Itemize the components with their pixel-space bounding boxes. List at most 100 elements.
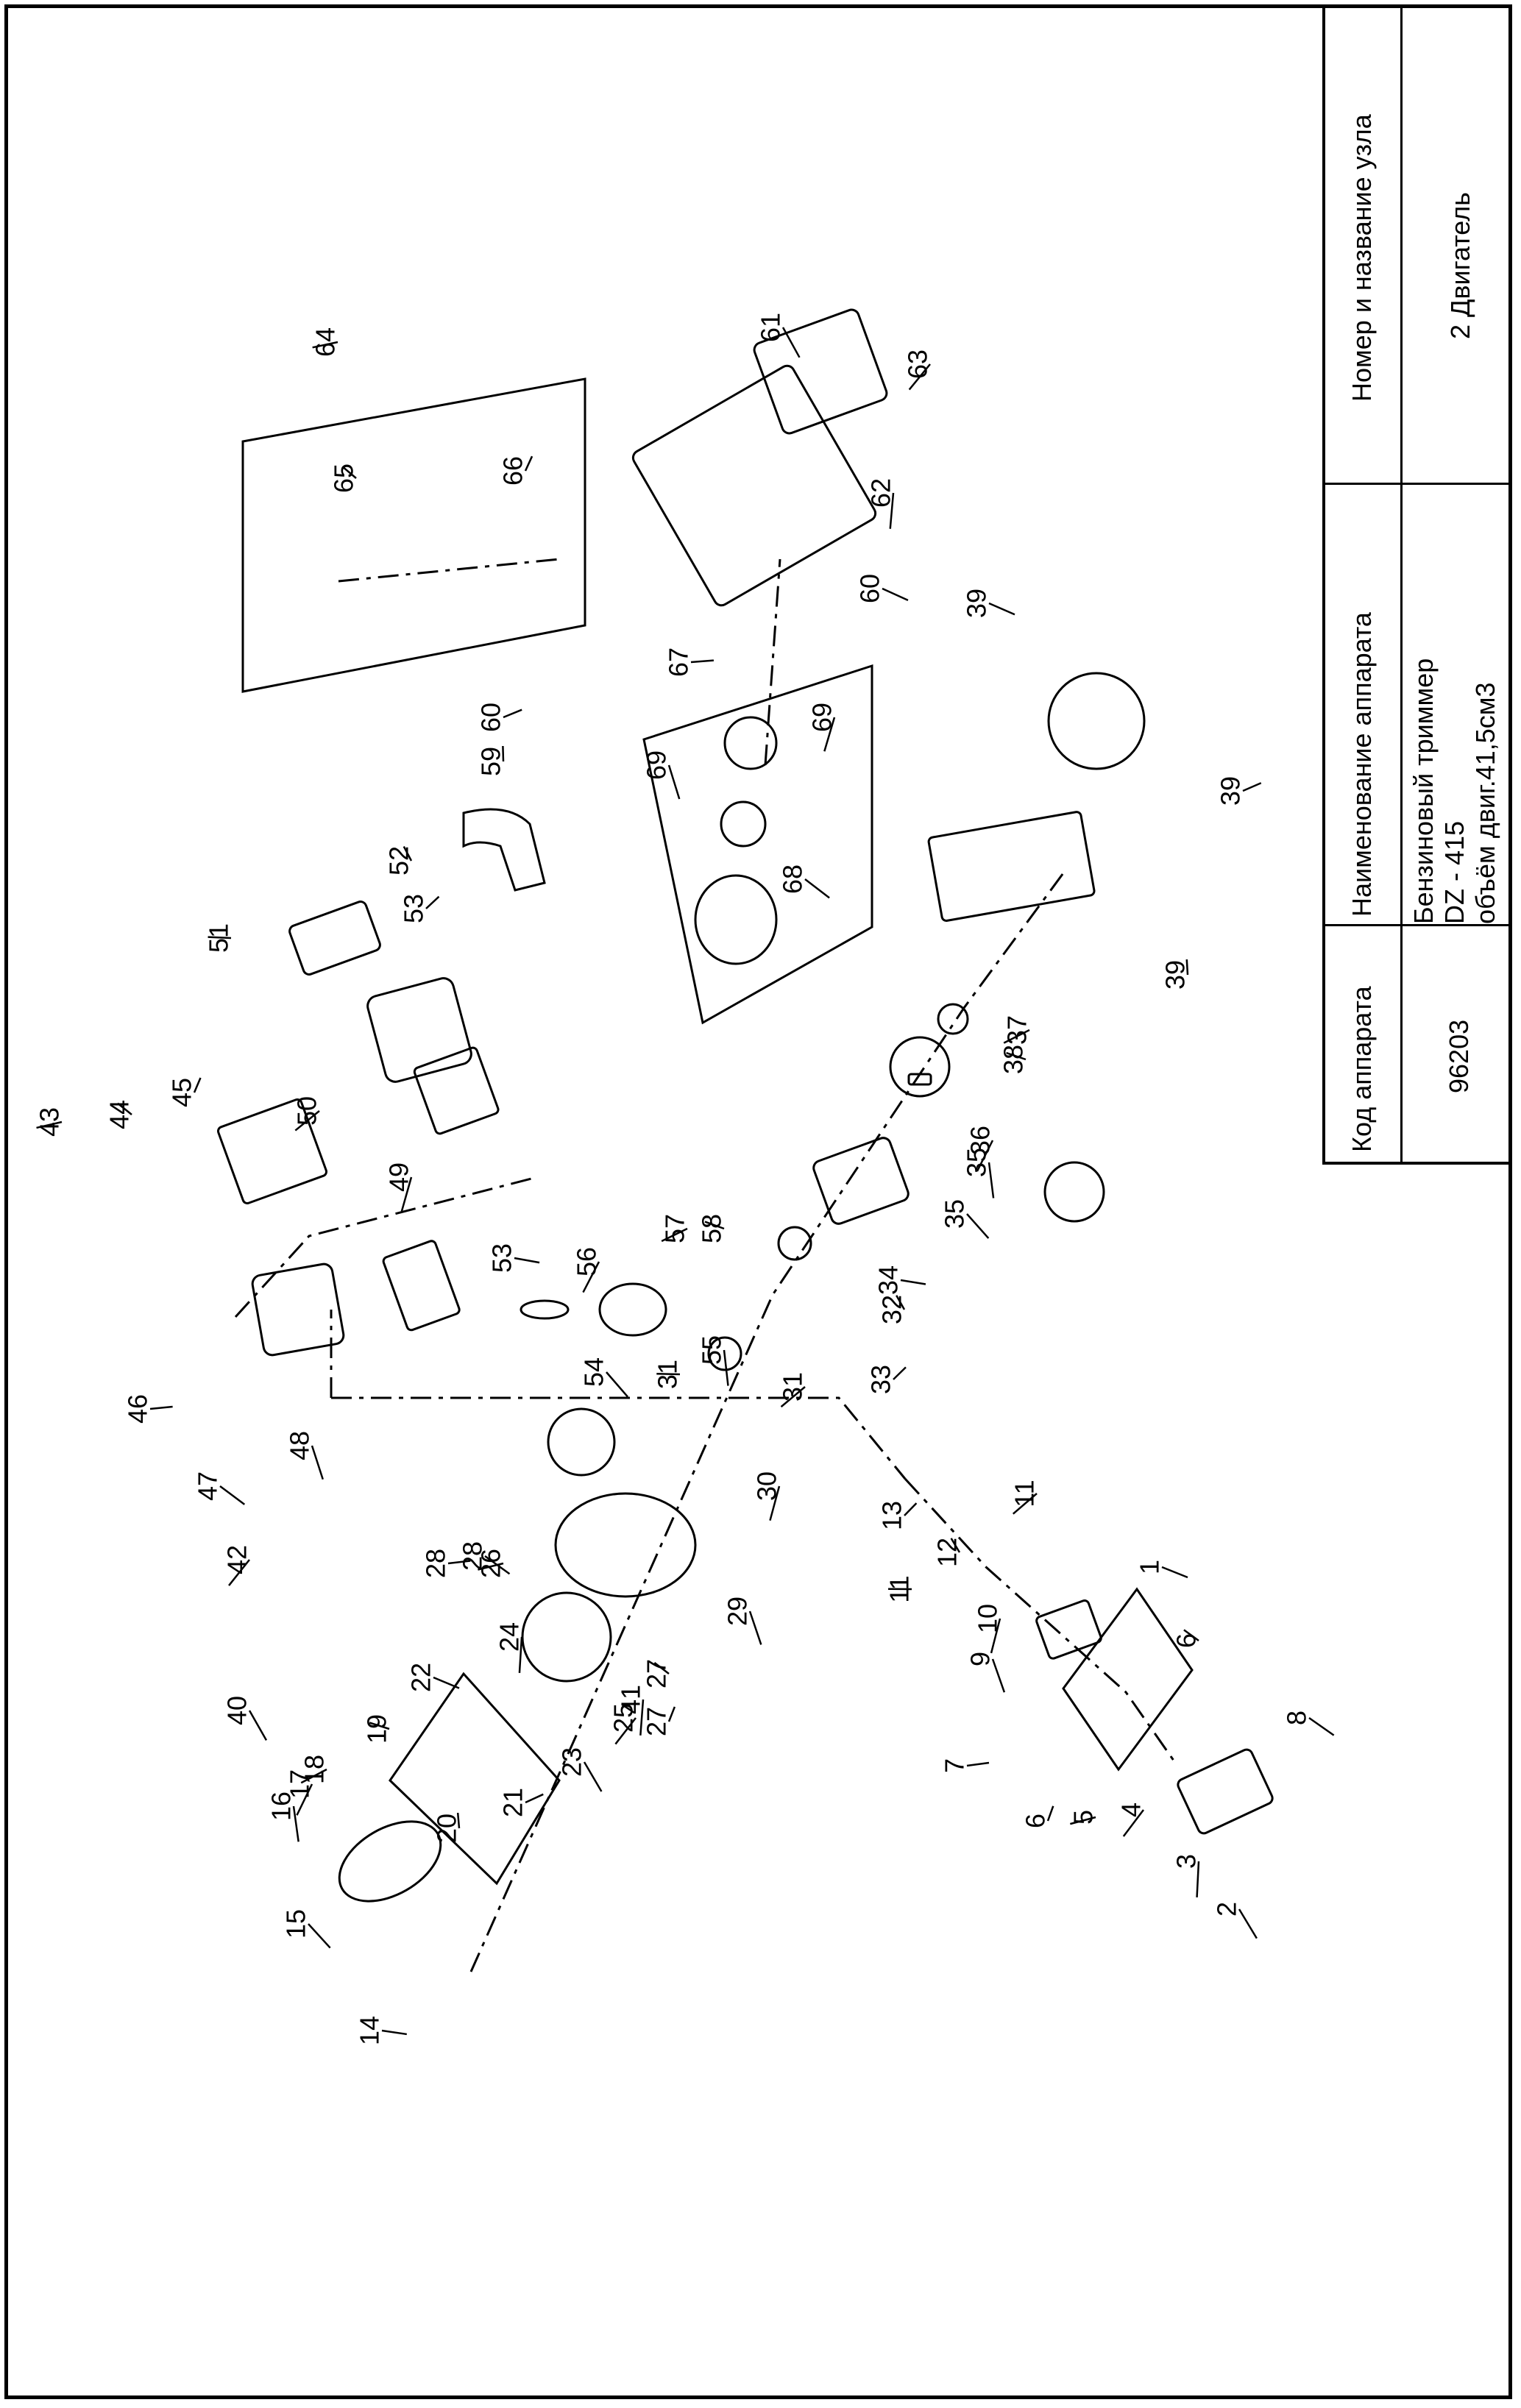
callout-label-28: 28 <box>421 1549 451 1578</box>
callout-label-2: 2 <box>1212 1902 1242 1917</box>
callout-leader-35 <box>966 1213 990 1239</box>
muffler-bracket <box>462 808 546 892</box>
callout-label-35: 35 <box>962 1148 992 1177</box>
crankcase-gasket <box>547 1407 616 1477</box>
fuel-filter-washer <box>723 716 778 770</box>
callout-label-34: 34 <box>873 1265 904 1295</box>
callout-leader-23 <box>583 1761 603 1792</box>
callout-label-43: 43 <box>35 1107 65 1137</box>
callout-leader-36 <box>976 1140 994 1172</box>
callout-leader-45 <box>193 1077 202 1093</box>
callout-label-59: 59 <box>476 747 506 776</box>
piston <box>598 1282 667 1337</box>
assembly-line <box>234 1176 538 1318</box>
callout-leader-62 <box>889 492 895 529</box>
callout-label-41: 41 <box>616 1685 646 1714</box>
callout-label-11: 11 <box>1010 1480 1040 1507</box>
callout-leader-52 <box>403 845 413 862</box>
callout-leader-69 <box>823 717 836 752</box>
callout-leader-15 <box>308 1923 331 1949</box>
callout-label-46: 46 <box>123 1394 153 1424</box>
callout-label-53: 53 <box>487 1243 517 1273</box>
fuel-tank <box>631 364 877 607</box>
crankcase <box>554 1492 697 1598</box>
callout-leader-37 <box>1003 1029 1030 1044</box>
callout-label-64: 64 <box>311 327 341 357</box>
callout-leader-30 <box>769 1485 781 1521</box>
callout-leader-27 <box>653 1661 670 1674</box>
callout-leader-43 <box>36 1120 63 1129</box>
assembly-line <box>331 1396 907 1480</box>
callout-leader-60 <box>882 587 909 601</box>
callout-leader-57 <box>661 1227 688 1243</box>
fuel-cap <box>694 874 778 965</box>
kit-frame-62 <box>241 377 586 693</box>
callout-label-18: 18 <box>299 1755 330 1784</box>
callout-leader-28 <box>447 1560 471 1565</box>
callout-label-37: 37 <box>1002 1015 1032 1045</box>
callout-leader-48 <box>311 1445 324 1480</box>
callout-label-65: 65 <box>329 464 359 493</box>
piston-ring <box>520 1299 570 1320</box>
callout-label-24: 24 <box>494 1622 525 1652</box>
callout-label-11: 11 <box>884 1575 915 1602</box>
callout-label-26: 26 <box>476 1549 506 1578</box>
callout-label-5: 5 <box>1068 1810 1099 1825</box>
cylinder-cover <box>216 1098 328 1205</box>
callout-leader-13 <box>904 1502 918 1516</box>
callout-leader-29 <box>748 1610 762 1645</box>
callout-leader-67 <box>690 659 715 664</box>
callout-label-52: 52 <box>384 846 414 876</box>
callout-leader-35 <box>988 1162 995 1198</box>
callout-label-36: 36 <box>965 1126 996 1155</box>
air-filter-cover <box>1177 1748 1274 1835</box>
callout-leader-49 <box>400 1176 413 1212</box>
callout-leader-46 <box>149 1405 173 1410</box>
assembly-line <box>469 867 1068 1972</box>
callout-leader-42 <box>228 1559 250 1586</box>
callout-label-14: 14 <box>355 2016 385 2045</box>
callout-label-69: 69 <box>642 750 672 780</box>
cylinder <box>251 1262 345 1357</box>
callout-leader-8 <box>1308 1716 1335 1736</box>
callout-leader-12 <box>950 1538 961 1553</box>
callout-label-32: 32 <box>877 1295 907 1324</box>
callout-leader-20 <box>456 1812 461 1829</box>
callout-label-23: 23 <box>557 1747 587 1777</box>
callout-label-1: 1 <box>1135 1560 1165 1574</box>
callout-label-60: 60 <box>855 574 885 603</box>
callout-label-17: 17 <box>285 1769 315 1799</box>
callout-leader-53 <box>514 1257 540 1264</box>
callout-leader-17 <box>296 1783 313 1816</box>
callout-leader-34 <box>900 1279 926 1285</box>
callout-leader-5 <box>1070 1816 1096 1825</box>
callout-label-19: 19 <box>362 1714 392 1744</box>
callout-label-15: 15 <box>281 1909 311 1939</box>
fuel-filter-disc <box>720 800 767 848</box>
callout-leader-53 <box>425 895 440 909</box>
callout-label-35: 35 <box>940 1199 970 1229</box>
callout-leader-10 <box>990 1618 1001 1654</box>
callout-label-31: 31 <box>778 1372 808 1402</box>
callout-leader-24 <box>518 1636 523 1673</box>
callout-leader-18 <box>300 1768 327 1784</box>
callout-label-68: 68 <box>778 864 808 894</box>
callout-label-58: 58 <box>697 1214 727 1243</box>
callout-leader-66 <box>524 455 533 472</box>
bearing <box>707 1336 742 1371</box>
callout-leader-32 <box>896 1295 906 1310</box>
callout-label-44: 44 <box>104 1100 135 1129</box>
callout-label-16: 16 <box>266 1791 297 1821</box>
callout-label-67: 67 <box>664 647 694 677</box>
callout-label-25: 25 <box>609 1703 639 1733</box>
callout-leader-4 <box>1122 1809 1144 1837</box>
callout-label-63: 63 <box>903 349 933 379</box>
callout-leader-47 <box>219 1485 246 1505</box>
callout-leader-68 <box>804 878 830 899</box>
callout-label-39: 39 <box>1160 960 1191 990</box>
callout-leader-33 <box>893 1366 907 1380</box>
callout-label-55: 55 <box>697 1335 727 1365</box>
callout-leader-54 <box>606 1371 628 1398</box>
callout-label-51: 51 <box>204 923 234 953</box>
